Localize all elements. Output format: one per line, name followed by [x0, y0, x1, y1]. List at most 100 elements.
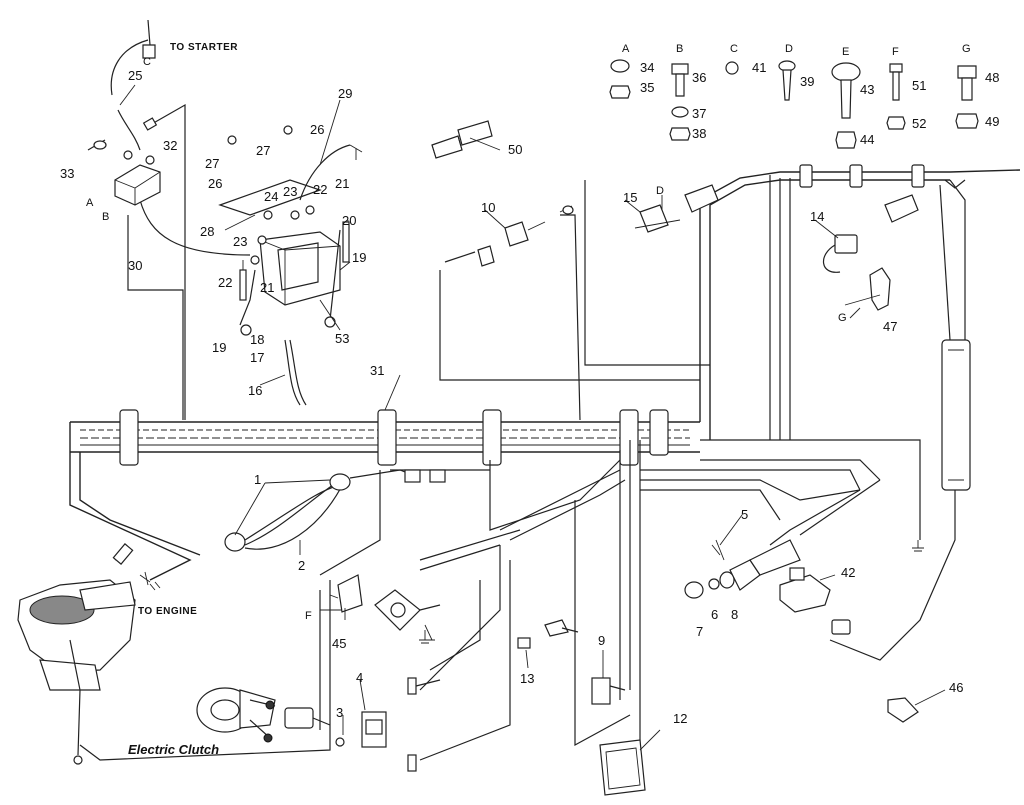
center-wiring [79, 180, 921, 761]
switch-9 [591, 677, 611, 705]
to-starter-label: TO STARTER [170, 42, 238, 53]
part-label-22a: 22 [313, 182, 327, 197]
starter-solenoid [87, 19, 161, 206]
switch-parts [335, 711, 387, 748]
part-label-4: 4 [356, 670, 363, 685]
bolt-43 [840, 79, 852, 119]
screw-39 [782, 69, 792, 101]
part-label-13: 13 [520, 671, 534, 686]
callout-letter-d: D [656, 185, 664, 197]
part-label-53: 53 [335, 331, 349, 346]
part-label-15: 15 [623, 190, 637, 205]
connector [429, 469, 446, 483]
part-label-45: 45 [332, 636, 346, 651]
key-switch-assembly [684, 539, 801, 599]
part-label-6: 6 [711, 607, 718, 622]
connector-42 [779, 567, 851, 635]
hardware-header-g: G [962, 43, 971, 55]
terminal [407, 677, 417, 695]
part-label-38: 38 [692, 126, 706, 141]
part-label-42: 42 [841, 565, 855, 580]
light-assembly [224, 469, 446, 552]
part-label-31: 31 [370, 363, 384, 378]
ignition-switch [374, 589, 441, 772]
hardware-header-e: E [842, 46, 849, 58]
bolt-51 [892, 71, 900, 101]
part-label-47: 47 [883, 319, 897, 334]
part-label-35: 35 [640, 80, 654, 95]
callout-letter-c: C [143, 56, 151, 68]
part-label-7: 7 [696, 624, 703, 639]
part-label-23b: 23 [233, 234, 247, 249]
misc-connectors [431, 120, 681, 267]
part-label-14: 14 [810, 209, 824, 224]
part-label-22b: 22 [218, 275, 232, 290]
part-label-46: 46 [949, 680, 963, 695]
hold-down-rod [239, 269, 247, 301]
part-label-33: 33 [60, 166, 74, 181]
nut-38 [669, 127, 691, 141]
part-label-43: 43 [860, 82, 874, 97]
light-bulb [224, 532, 246, 552]
nut [240, 324, 252, 336]
main-harness [69, 409, 700, 581]
ground-symbols [149, 540, 924, 644]
part-label-25: 25 [128, 68, 142, 83]
right-harness [699, 164, 1021, 661]
part-label-1: 1 [254, 472, 261, 487]
clutch-connector [284, 707, 314, 729]
electric-clutch [196, 687, 331, 743]
harness-clamp [119, 409, 139, 466]
part-label-51: 51 [912, 78, 926, 93]
nut-35 [609, 85, 631, 99]
part-label-24: 24 [264, 189, 278, 204]
hardware-set [609, 59, 979, 149]
part-label-29: 29 [338, 86, 352, 101]
hardware-header-b: B [676, 43, 683, 55]
part-label-52: 52 [912, 116, 926, 131]
part-label-26a: 26 [310, 122, 324, 137]
callout-letter-f: F [305, 610, 312, 622]
part-label-27b: 27 [205, 156, 219, 171]
part-label-28: 28 [200, 224, 214, 239]
callout-labels: TO STARTER TO ENGINE Electric Clutch A B… [60, 42, 999, 757]
connector [404, 469, 421, 483]
wire-clip [799, 164, 813, 188]
hardware-header-c: C [730, 43, 738, 55]
washer [335, 737, 345, 747]
callout-leaders [119, 84, 946, 751]
nut [324, 316, 336, 328]
part-label-8: 8 [731, 607, 738, 622]
part-label-3: 3 [336, 705, 343, 720]
harness-clamp [649, 409, 669, 456]
right-connectors [684, 184, 919, 311]
hardware-header-d: D [785, 43, 793, 55]
nut-44 [835, 131, 857, 149]
battery-cable-terminal [218, 179, 322, 216]
part-label-19b: 19 [352, 250, 366, 265]
harness-clamp [619, 409, 639, 466]
hardware-header-f: F [892, 46, 899, 58]
nut-49 [955, 113, 979, 129]
part-label-17: 17 [250, 350, 264, 365]
part-label-9: 9 [598, 633, 605, 648]
part-label-49: 49 [985, 114, 999, 129]
electric-clutch-label: Electric Clutch [128, 742, 219, 757]
hardware-header-a: A [622, 43, 630, 55]
part-label-37: 37 [692, 106, 706, 121]
part-label-20: 20 [342, 213, 356, 228]
to-engine-label: TO ENGINE [138, 606, 197, 617]
harness-clamp [377, 409, 397, 466]
part-label-21b: 21 [260, 280, 274, 295]
wire-sleeve [941, 339, 971, 491]
callout-letter-g: G [838, 312, 847, 324]
wire-clip [911, 164, 925, 188]
dash-components [517, 619, 646, 796]
bolt-48 [961, 77, 973, 101]
part-label-2: 2 [298, 558, 305, 573]
wire-clip [849, 164, 863, 188]
callout-letter-b: B [102, 211, 109, 223]
part-label-23a: 23 [283, 184, 297, 199]
